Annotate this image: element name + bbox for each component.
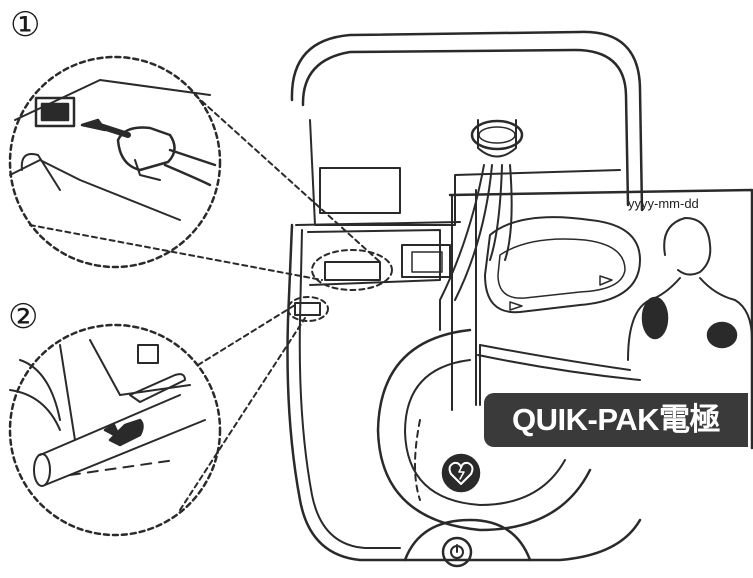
heart-shock-icon [441, 453, 481, 493]
product-label: QUIK-PAK電極 [484, 393, 748, 447]
arrow-icon [103, 418, 144, 447]
electrode-package [439, 119, 753, 450]
expiration-date-text: yyyy-mm-dd [628, 196, 699, 211]
step-1-label: ① [10, 5, 41, 45]
power-button-icon [450, 544, 464, 559]
detail-circle-slot [8, 304, 306, 537]
electrode-pad-icon [484, 216, 641, 314]
connector-plug-icon [116, 126, 217, 187]
detail-circle-connector [8, 55, 381, 281]
step-2-label: ② [8, 297, 39, 337]
arrow-icon [80, 118, 131, 138]
aed-device [286, 30, 644, 568]
